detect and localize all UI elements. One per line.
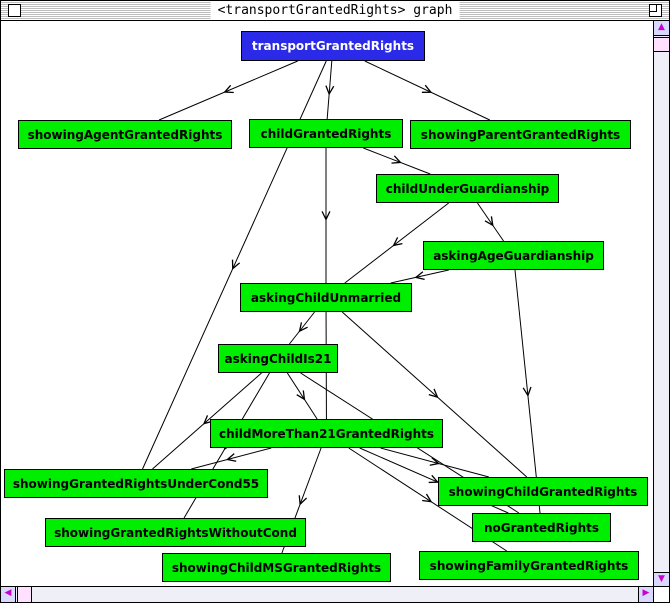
edge-arrowhead-icon <box>522 386 532 397</box>
node-transport-granted-rights[interactable]: transportGrantedRights <box>241 31 425 61</box>
edge-askingChildUnmarried-to-askingChildIs21 <box>289 311 315 345</box>
edge-transportGrantedRights-to-showingParentGrantedRights <box>364 60 490 121</box>
node-showing-child-granted-rights[interactable]: showingChildGrantedRights <box>438 477 648 506</box>
edge-arrowhead-icon <box>428 474 440 484</box>
edge-askingAgeGuardianship-to-askingChildUnmarried <box>390 269 449 284</box>
edge-arrowhead-icon <box>428 388 439 399</box>
node-child-under-guardianship[interactable]: childUnderGuardianship <box>376 174 559 203</box>
node-no-granted-rights[interactable]: noGrantedRights <box>472 513 611 542</box>
scroll-right-arrow-icon[interactable]: ▶ <box>638 587 653 602</box>
edge-childGrantedRights-to-childUnderGuardianship <box>363 147 431 175</box>
scroll-left-arrow-icon[interactable]: ◀ <box>1 587 16 602</box>
edge-arrowhead-icon <box>414 271 425 281</box>
node-asking-child-is-21[interactable]: askingChildIs21 <box>218 344 338 373</box>
edge-askingChildIs21-to-showingGrantedRightsUnderCond55 <box>152 372 262 470</box>
edge-arrowhead-icon <box>231 259 241 271</box>
edge-arrowhead-icon <box>429 457 441 466</box>
zoom-box-icon[interactable] <box>649 4 662 17</box>
vertical-scroll-thumb[interactable] <box>654 37 669 52</box>
vertical-scrollbar[interactable]: ▲ ▼ <box>653 21 669 587</box>
edge-arrowhead-icon <box>391 155 402 164</box>
horizontal-scroll-thumb[interactable] <box>17 587 32 602</box>
edge-childUnderGuardianship-to-askingAgeGuardianship <box>477 202 504 242</box>
edge-arrowhead-icon <box>484 216 494 227</box>
node-showing-agent-granted-rights[interactable]: showingAgentGrantedRights <box>18 120 232 149</box>
node-asking-child-unmarried[interactable]: askingChildUnmarried <box>240 283 412 312</box>
node-child-more-than-21-granted-rights[interactable]: childMoreThan21GrantedRights <box>210 419 443 448</box>
node-showing-granted-rights-under-cond55[interactable]: showingGrantedRightsUnderCond55 <box>4 469 268 498</box>
edge-childUnderGuardianship-to-askingChildUnmarried <box>344 202 449 284</box>
scroll-up-arrow-icon[interactable]: ▲ <box>654 21 669 36</box>
edge-askingChildUnmarried-to-showingChildGrantedRights <box>341 311 528 478</box>
edge-arrowhead-icon <box>225 453 237 462</box>
edge-arrowhead-icon <box>223 84 234 94</box>
edge-arrowhead-icon <box>298 322 308 333</box>
title-bar[interactable]: <transportGrantedRights> graph <box>1 1 669 21</box>
scroll-down-arrow-icon[interactable]: ▼ <box>654 572 669 587</box>
close-box-icon[interactable] <box>8 4 21 17</box>
edge-arrowhead-icon <box>202 415 213 425</box>
edge-transportGrantedRights-to-childGrantedRights <box>326 60 333 120</box>
node-showing-child-ms-granted-rights[interactable]: showingChildMSGrantedRights <box>162 553 391 582</box>
edge-childMoreThan21GrantedRights-to-showingGrantedRightsUnderCond55 <box>191 447 272 470</box>
edge-arrowhead-icon <box>296 390 306 401</box>
horizontal-scrollbar[interactable]: ◀ ▶ <box>1 586 653 602</box>
edge-arrowhead-icon <box>325 85 335 96</box>
edge-askingAgeGuardianship-to-noGrantedRights <box>514 269 541 514</box>
edge-transportGrantedRights-to-showingAgentGrantedRights <box>158 60 298 121</box>
edge-askingChildIs21-to-childMoreThan21GrantedRights <box>286 372 318 420</box>
node-showing-parent-granted-rights[interactable]: showingParentGrantedRights <box>410 120 631 149</box>
edge-arrowhead-icon <box>392 237 403 247</box>
edge-arrowhead-icon <box>321 211 331 221</box>
node-child-granted-rights[interactable]: childGrantedRights <box>249 119 403 148</box>
window-title: <transportGrantedRights> graph <box>210 2 460 19</box>
edge-arrowhead-icon <box>421 84 433 93</box>
edge-childMoreThan21GrantedRights-to-showingChildGrantedRights <box>380 447 490 478</box>
node-asking-age-guardianship[interactable]: askingAgeGuardianship <box>423 241 604 270</box>
node-showing-family-granted-rights[interactable]: showingFamilyGrantedRights <box>419 551 639 580</box>
resize-box-icon[interactable] <box>653 586 669 602</box>
edge-arrowhead-icon <box>422 493 433 503</box>
node-showing-granted-rights-without-cond[interactable]: showingGrantedRightsWithoutCond <box>45 518 306 547</box>
graph-canvas: transportGrantedRights showingAgentGrant… <box>1 21 653 587</box>
edge-arrowhead-icon <box>298 495 308 506</box>
